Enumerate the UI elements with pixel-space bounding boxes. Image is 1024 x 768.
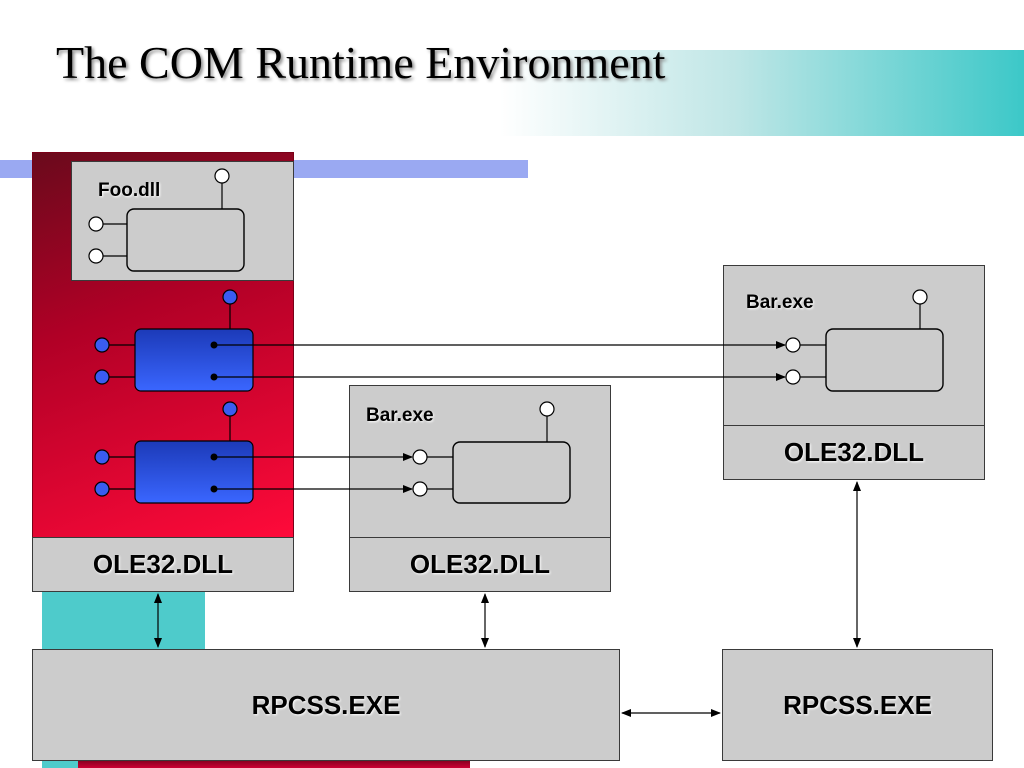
remote-rpcss-exe-box: RPCSS.EXE [722,649,993,761]
decorative-red-strip [78,758,470,768]
middle-bar-exe-label: Bar.exe [366,405,434,426]
right-ole32-dll-box: OLE32.DLL [723,425,985,480]
slide-title: The COM Runtime Environment [56,37,666,88]
right-bar-exe-label: Bar.exe [746,292,814,313]
foo-dll-label: Foo.dll [98,180,161,201]
right-bar-exe-process: Bar.exe [723,265,985,426]
middle-ole32-dll-box: OLE32.DLL [349,537,611,592]
foo-dll-component-box: Foo.dll [71,161,294,281]
middle-bar-exe-process: Bar.exe [349,385,611,538]
left-ole32-dll-box: OLE32.DLL [32,537,294,592]
local-rpcss-exe-box: RPCSS.EXE [32,649,620,761]
title-gradient-band [500,50,1024,136]
